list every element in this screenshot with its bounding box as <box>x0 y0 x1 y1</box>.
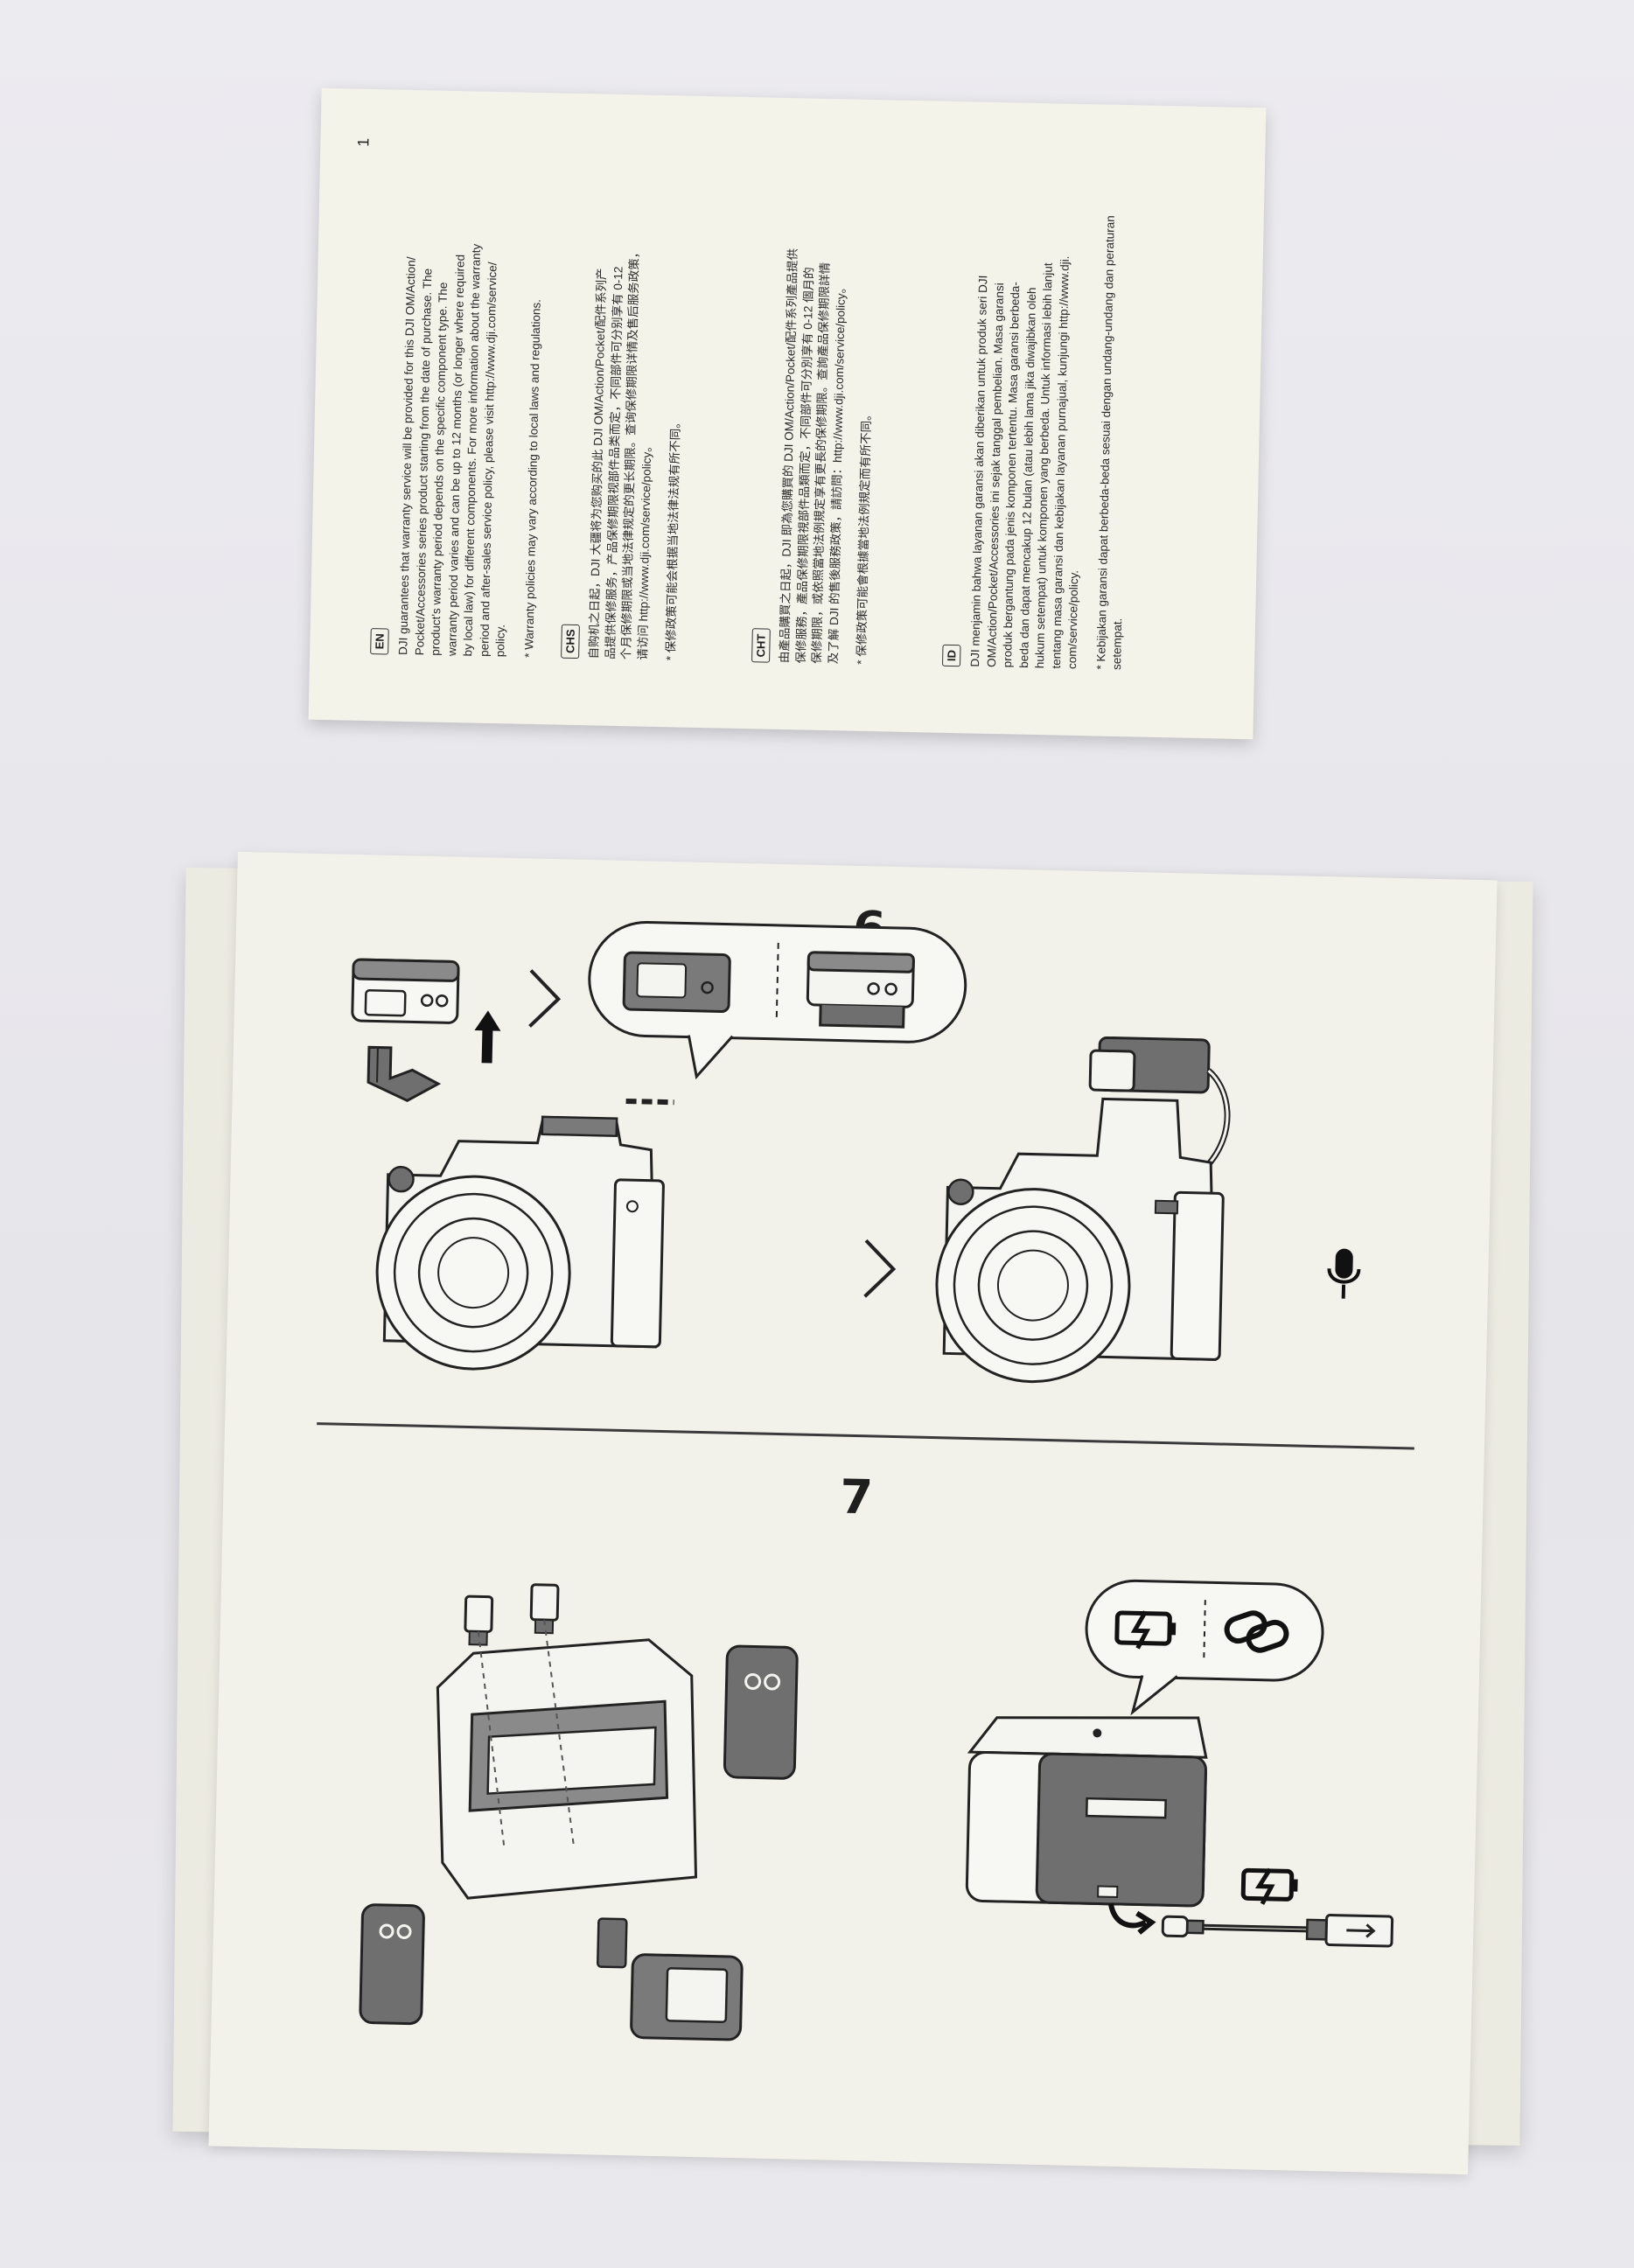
warranty-note: * Kebijakan garansi dapat berbeda-beda s… <box>1093 215 1125 671</box>
arrow-up-icon <box>474 1010 501 1064</box>
battery-charging-icon <box>1240 1867 1298 1905</box>
page-number: 1 <box>354 137 373 148</box>
warranty-note: * 保修政策可能会根据当地法律法规有所不同。 <box>664 416 682 661</box>
case-status-callout <box>1085 1579 1324 1716</box>
language-tag: ID <box>941 644 961 667</box>
chevron-right-icon <box>863 1239 897 1298</box>
manual-page: 6 <box>208 851 1498 2175</box>
transmitter-with-clip-illustration <box>351 958 460 1103</box>
language-tag: CHT <box>751 628 771 663</box>
link-icon <box>1224 1610 1289 1653</box>
battery-charging-icon <box>1114 1610 1177 1650</box>
usb-cable-icon <box>1161 1913 1394 1948</box>
camera-illustration-before <box>375 1098 674 1371</box>
step-divider <box>317 1422 1414 1450</box>
language-tag: CHS <box>561 624 580 659</box>
warranty-note: * 保修政策可能會根據當地法例規定而有所不同。 <box>855 408 874 665</box>
microphone-icon <box>1327 1248 1361 1299</box>
chevron-right-icon <box>528 969 562 1028</box>
charging-case-closed-illustration <box>965 1716 1208 1935</box>
camera-illustration-with-receiver <box>935 1036 1231 1384</box>
language-tag: EN <box>370 628 389 655</box>
mount-options-callout <box>588 920 967 1080</box>
step-number-7: 7 <box>839 1469 874 1525</box>
charging-case-exploded-illustration <box>359 1583 799 2041</box>
